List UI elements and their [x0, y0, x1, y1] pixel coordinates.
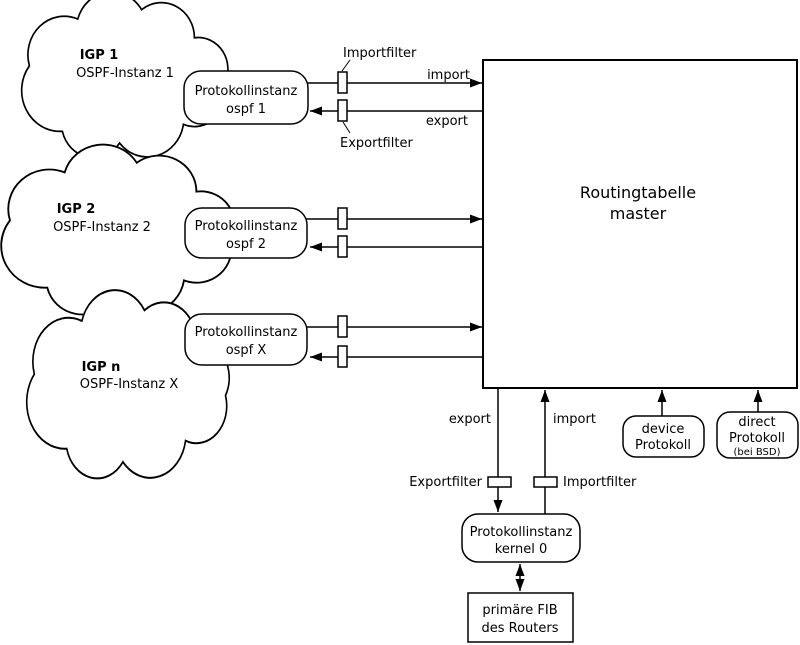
protocol-box-kernel	[461, 513, 581, 563]
importfilter-label-top: Importfilter	[343, 46, 417, 61]
ospf1-box-line1: Protokollinstanz	[195, 84, 298, 99]
export-label-bottom: export	[449, 412, 491, 427]
direct-box-line2: Protokoll	[729, 431, 785, 446]
exportfilter-label-top: Exportfilter	[340, 136, 413, 151]
device-protocol-box	[622, 415, 705, 458]
igp2-export-filter-symbol	[337, 235, 348, 258]
igp2-import-filter-symbol	[337, 207, 348, 230]
direct-protocol-box	[716, 411, 799, 459]
igp3-export-filter-symbol	[337, 345, 348, 368]
master-box-line2: master	[610, 204, 667, 223]
igp2-subtitle: OSPF-Instanz 2	[53, 220, 151, 235]
ospfX-box-line2: ospf X	[226, 343, 267, 358]
direct-box-note: (bei BSD)	[734, 447, 781, 458]
import-label-bottom: import	[553, 412, 596, 427]
igp1-subtitle: OSPF-Instanz 1	[76, 66, 174, 81]
igp2-title: IGP 2	[57, 202, 96, 217]
import-label-top: import	[427, 68, 470, 83]
master-box-line1: Routingtabelle	[580, 183, 696, 202]
exportfilter-label-connector	[342, 121, 351, 134]
fib-box	[467, 592, 574, 643]
device-box-line1: device	[642, 422, 685, 437]
kernel-box-line2: kernel 0	[495, 542, 547, 557]
exportfilter-label-bottom: Exportfilter	[409, 475, 482, 490]
kernel-box-line1: Protokollinstanz	[470, 525, 573, 540]
device-box-line2: Protokoll	[635, 438, 691, 453]
igp1-import-filter-symbol	[337, 71, 348, 94]
direct-box-line1: direct	[738, 415, 775, 430]
ospfX-box-line1: Protokollinstanz	[195, 325, 298, 340]
igp3-subtitle: OSPF-Instanz X	[80, 377, 179, 392]
fib-box-line2: des Routers	[481, 621, 558, 636]
kernel-export-filter-symbol	[487, 476, 512, 488]
protocol-box-ospf1	[183, 70, 309, 125]
importfilter-label-connector	[341, 59, 351, 72]
protocol-box-ospf2	[184, 207, 308, 259]
igp3-import-filter-symbol	[337, 315, 348, 338]
ospf2-box-line2: ospf 2	[226, 237, 266, 252]
ospf1-box-line2: ospf 1	[226, 102, 266, 117]
importfilter-label-bottom: Importfilter	[563, 475, 637, 490]
ospf2-box-line1: Protokollinstanz	[195, 219, 298, 234]
fib-box-line1: primäre FIB	[482, 603, 557, 618]
igp3-title: IGP n	[82, 360, 121, 375]
igp1-export-filter-symbol	[337, 99, 348, 122]
kernel-import-filter-symbol	[533, 476, 558, 488]
protocol-box-ospfX	[184, 313, 308, 366]
export-label-top: export	[426, 114, 468, 129]
routing-table-master-box	[482, 59, 798, 389]
igp1-title: IGP 1	[80, 48, 119, 63]
